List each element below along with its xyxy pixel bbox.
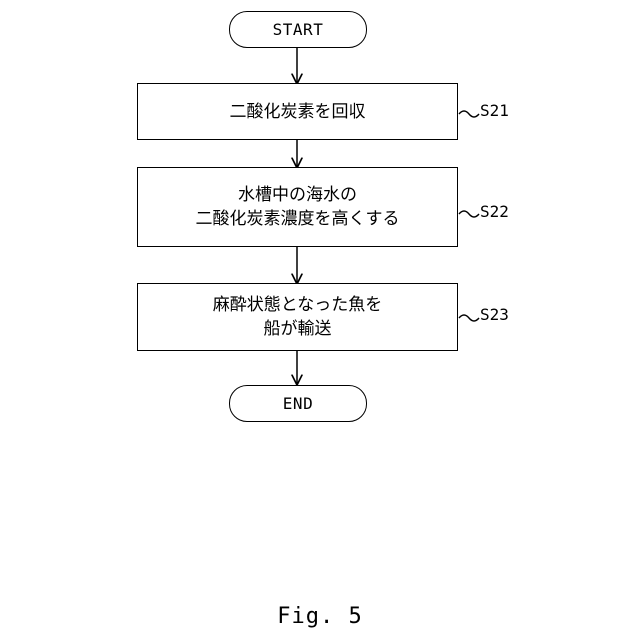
leader-s21: [459, 111, 479, 117]
process-box-s21: 二酸化炭素を回収: [137, 83, 458, 140]
process-text-s22-line1: 水槽中の海水の: [238, 183, 357, 207]
process-text-s22-line2: 二酸化炭素濃度を高くする: [196, 207, 400, 231]
process-text-s23-line1: 麻酔状態となった魚を: [213, 293, 383, 317]
step-label-s23: S23: [480, 305, 509, 324]
leader-s23: [459, 315, 479, 321]
process-box-s23: 麻酔状態となった魚を 船が輸送: [137, 283, 458, 351]
step-label-s21: S21: [480, 101, 509, 120]
figure-caption: Fig. 5: [0, 604, 640, 629]
process-text-s23-line2: 船が輸送: [264, 317, 332, 341]
process-box-s22: 水槽中の海水の 二酸化炭素濃度を高くする: [137, 167, 458, 247]
end-terminal: END: [229, 385, 367, 422]
start-terminal: START: [229, 11, 367, 48]
leader-s22: [459, 211, 479, 217]
step-label-s22: S22: [480, 202, 509, 221]
process-text-s21-line1: 二酸化炭素を回収: [230, 100, 366, 124]
